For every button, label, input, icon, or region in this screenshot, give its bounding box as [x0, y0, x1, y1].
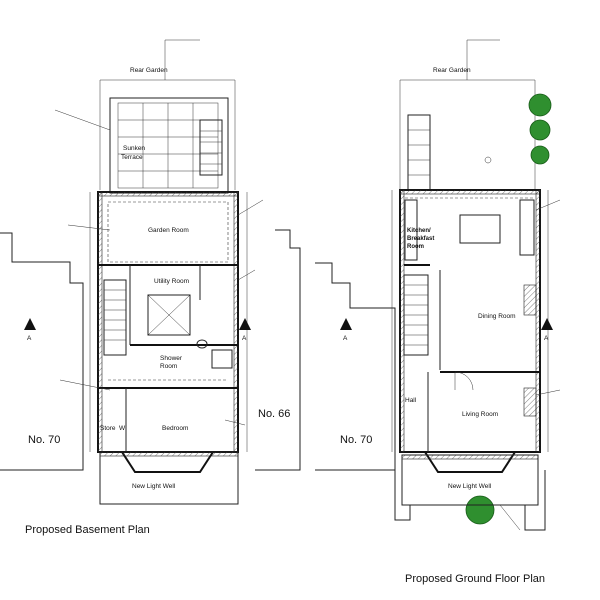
section-arrow-right-ground [541, 318, 553, 330]
section-marker-right: A [242, 335, 247, 342]
utility-cupboard [147, 294, 191, 336]
kitchen-counter [404, 199, 418, 261]
rear-garden-label-ground: Rear Garden [433, 67, 471, 74]
basement-plan: Rear Garden Sunken Terrace Garden Room U… [0, 39, 301, 536]
toilet-symbol [196, 339, 208, 349]
basement-plan-title: Proposed Basement Plan [25, 524, 150, 536]
bay-window [121, 451, 214, 473]
door-swing [454, 371, 474, 391]
ground-stair [403, 274, 429, 356]
dining-room-label: Dining Room [478, 313, 516, 320]
light-well-ground [401, 454, 539, 506]
living-room-label: Living Room [462, 411, 498, 418]
ground-floor-plan: Rear Garden Kitchen/ Breakfast Room Dini… [315, 39, 561, 585]
garden-room-label: Garden Room [148, 227, 189, 234]
rear-garden-label: Rear Garden [130, 67, 168, 74]
shower-room-label-line1: Shower [160, 355, 183, 362]
neighbour-no70-label-ground: No. 70 [340, 434, 372, 446]
ground-plan-title: Proposed Ground Floor Plan [405, 573, 545, 585]
shower-room-label-line2: Room [160, 363, 177, 370]
sunken-terrace-label-line1: Sunken [123, 145, 145, 152]
neighbour-outline-ground [315, 262, 396, 471]
kitchen-island [459, 214, 501, 244]
utility-room-label: Utility Room [154, 278, 189, 285]
neighbour-outline-right [255, 229, 301, 471]
chimney-breast [523, 284, 537, 316]
neighbour-outline-left [0, 232, 84, 471]
light-well-label-ground: New Light Well [448, 483, 492, 490]
section-arrow-right [239, 318, 251, 330]
tree-icon [529, 119, 551, 141]
hall-label: Hall [405, 397, 417, 404]
kitchen-label-line1: Kitchen/ [407, 228, 431, 234]
kitchen-label-line2: Breakfast [407, 236, 434, 242]
garden-room-outline [107, 201, 229, 263]
basement-stair [103, 279, 127, 356]
store-label: Store [100, 425, 116, 432]
neighbour-no70-label: No. 70 [28, 434, 60, 446]
terrace-paving [117, 102, 219, 189]
light-well [99, 451, 239, 505]
section-arrow-left-ground [340, 318, 352, 330]
kitchen-label-line3: Room [407, 244, 424, 250]
tree-icon [530, 145, 550, 165]
shower-tray [211, 349, 233, 369]
section-marker-left: A [27, 335, 32, 342]
wc-label: W [119, 425, 126, 432]
kitchen-tall-units [519, 199, 535, 256]
section-marker-right-ground: A [544, 335, 549, 342]
section-marker-left-ground: A [343, 335, 348, 342]
chimney-breast [523, 387, 537, 417]
sunken-terrace-label-line2: Terrace [121, 154, 143, 161]
section-arrow-left [24, 318, 36, 330]
neighbour-no66-label: No. 66 [258, 408, 290, 420]
light-well-label: New Light Well [132, 483, 176, 490]
tree-icon [528, 93, 552, 117]
garden-steps [407, 114, 431, 191]
tree-icon [465, 495, 495, 525]
terrace-steps [199, 119, 223, 176]
bedroom-label: Bedroom [162, 425, 188, 432]
bay-window-ground [424, 451, 516, 473]
